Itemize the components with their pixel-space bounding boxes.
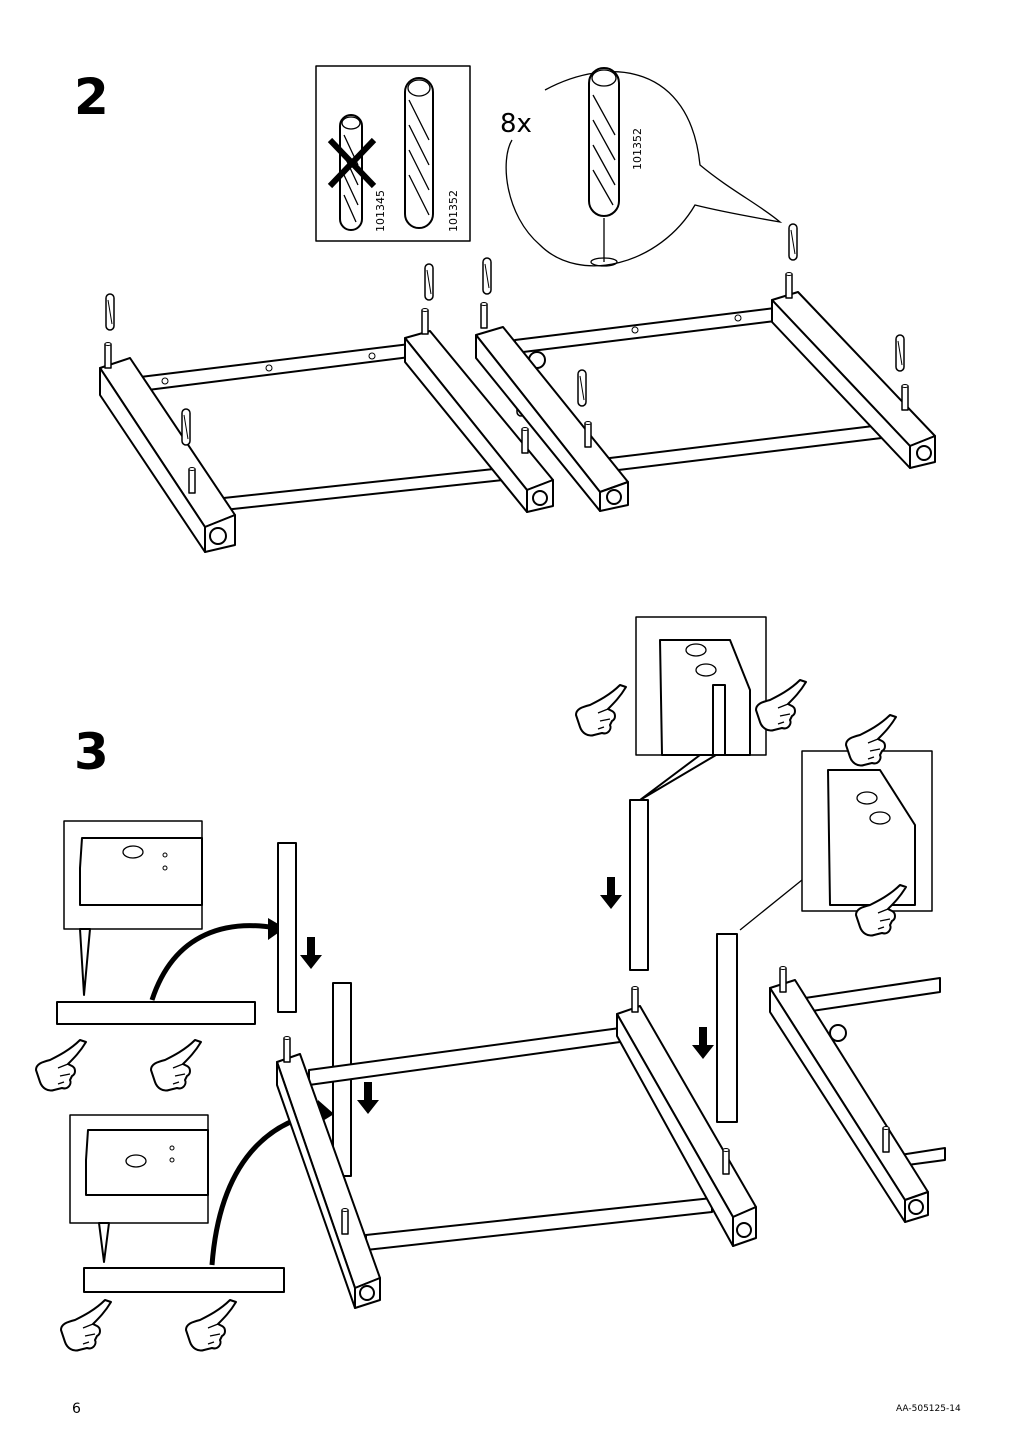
pointing-hand-icon xyxy=(185,1299,237,1352)
detail-box-notch xyxy=(739,714,933,937)
arrow-down-icon xyxy=(692,1027,714,1059)
pointing-hand-icon xyxy=(60,1299,112,1352)
cross-icon xyxy=(327,137,377,189)
step-number-3: 3 xyxy=(74,723,109,781)
pointing-hand-icon xyxy=(35,1039,87,1092)
detail-box-top-left xyxy=(63,820,203,996)
arrow-down-icon xyxy=(300,937,322,969)
frame-left xyxy=(99,263,554,553)
step-number-2: 2 xyxy=(74,68,109,126)
pointing-hand-icon xyxy=(575,684,627,737)
arrow-down-icon xyxy=(357,1082,379,1114)
leg-3 xyxy=(629,799,649,971)
detail-box-slot xyxy=(575,616,807,801)
quantity-label: 8x xyxy=(500,109,532,139)
frame-step3 xyxy=(276,985,757,1309)
page-number: 6 xyxy=(72,1401,81,1417)
dowel-right-code: 101352 xyxy=(447,190,460,232)
leg-4 xyxy=(716,933,738,1123)
dowel-detail-code: 101352 xyxy=(631,128,644,170)
dowel-comparison-box: 101345 101352 xyxy=(315,65,471,242)
frame-right-partial xyxy=(769,965,946,1223)
rail-piece-bottom xyxy=(83,1267,285,1293)
detail-box-bottom-left xyxy=(69,1114,209,1263)
rail-piece-top xyxy=(56,1001,256,1025)
document-id: AA-505125-14 xyxy=(896,1404,961,1414)
pointing-hand-icon xyxy=(150,1039,202,1092)
leg-1 xyxy=(277,842,297,1013)
arrow-down-icon xyxy=(600,877,622,909)
frame-right xyxy=(475,223,936,512)
long-dowel xyxy=(404,77,434,229)
dowel-detail-callout: 101352 xyxy=(505,67,783,267)
dowel-wrong-code: 101345 xyxy=(374,190,387,232)
